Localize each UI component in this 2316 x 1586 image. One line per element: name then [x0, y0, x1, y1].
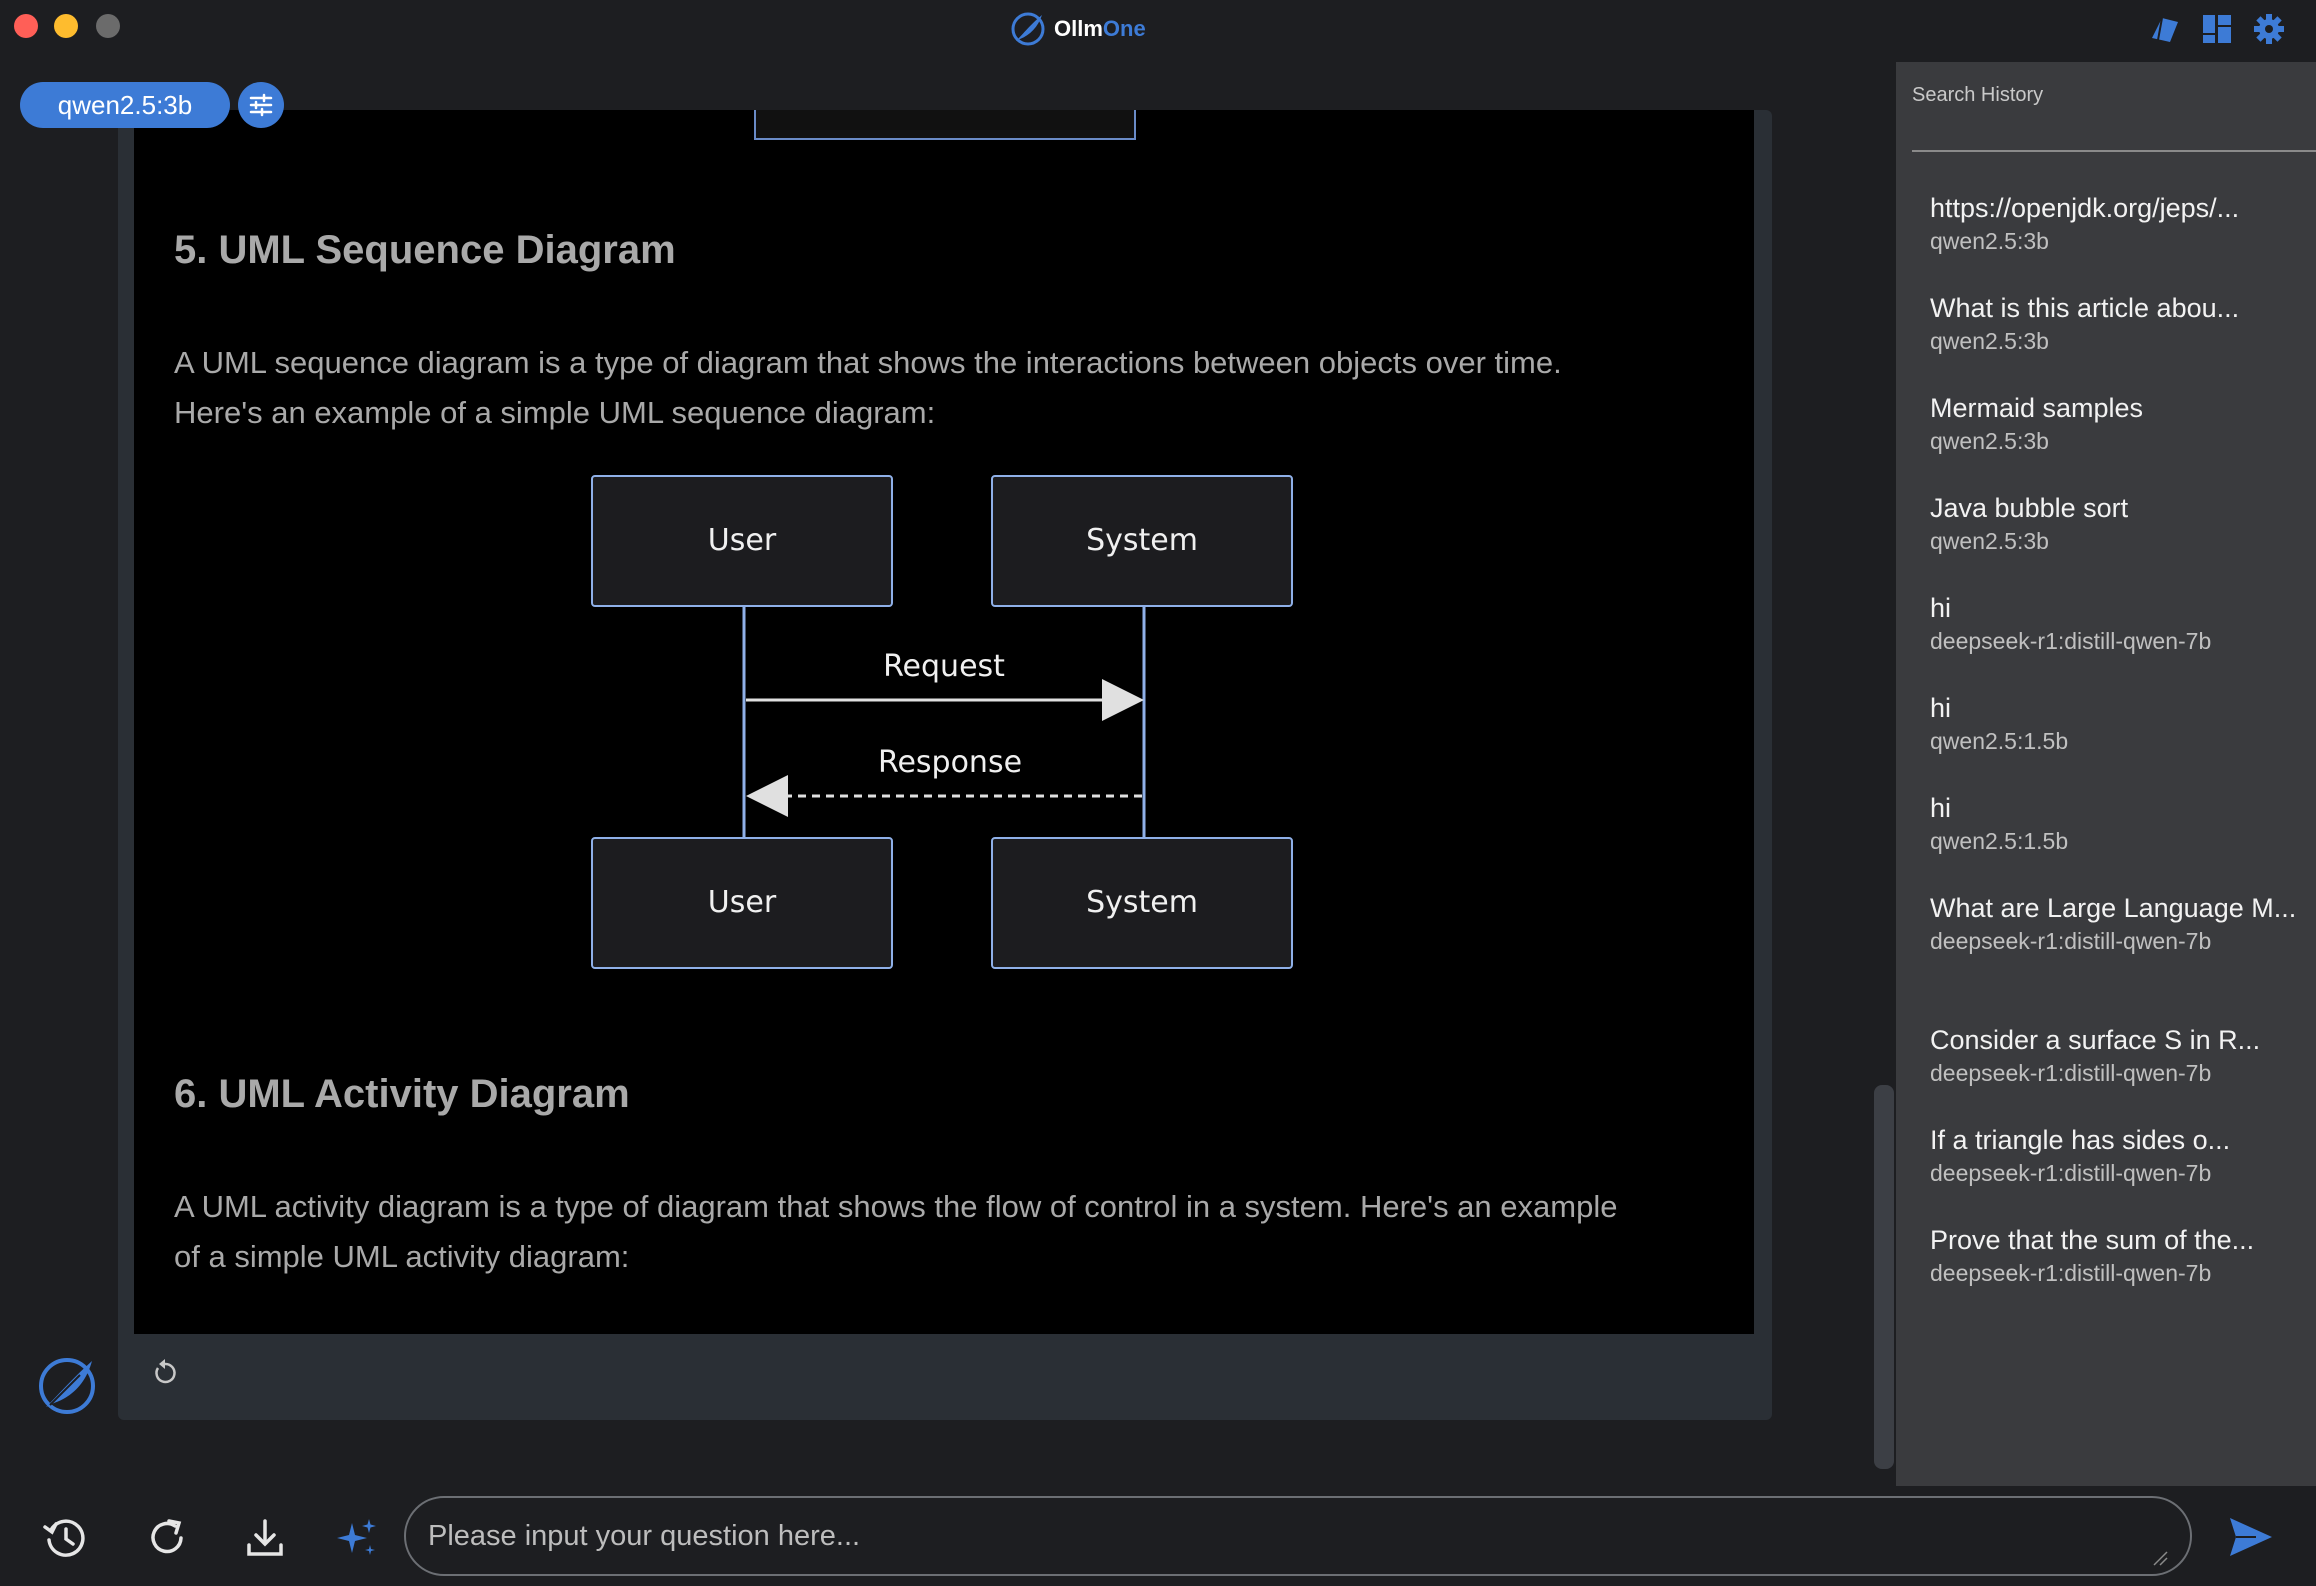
actor-label-system-bottom: System: [1086, 885, 1198, 920]
history-item-title: What is this article abou...: [1930, 292, 2300, 324]
zoom-window-button[interactable]: [96, 14, 120, 38]
message-label-request: Request: [883, 649, 1005, 684]
history-item[interactable]: What is this article abou... qwen2.5:3b: [1930, 292, 2300, 355]
history-item[interactable]: hi qwen2.5:1.5b: [1930, 692, 2300, 755]
window-icon[interactable]: [2148, 12, 2182, 46]
title-bar: OllmOne: [0, 0, 2316, 56]
history-item-model: deepseek-r1:distill-qwen-7b: [1930, 628, 2300, 655]
actor-label-system-top: System: [1086, 523, 1198, 558]
paragraph-line: A UML activity diagram is a type of diag…: [174, 1182, 1734, 1232]
search-history-input[interactable]: [1912, 150, 2316, 152]
sequence-diagram: User System User System Request Response: [590, 474, 1310, 974]
left-rail: [0, 56, 118, 1418]
search-history-label: Search History: [1912, 84, 2043, 107]
app-logo-icon[interactable]: [36, 1355, 98, 1417]
retry-icon[interactable]: [150, 1358, 180, 1388]
chat-message-content: 5. UML Sequence Diagram A UML sequence d…: [134, 110, 1754, 1334]
history-item-title: hi: [1930, 692, 2300, 724]
refresh-icon[interactable]: [144, 1515, 190, 1561]
history-item[interactable]: Mermaid samples qwen2.5:3b: [1930, 392, 2300, 455]
actor-label-user-top: User: [708, 523, 777, 558]
history-item-model: deepseek-r1:distill-qwen-7b: [1930, 928, 2300, 955]
paragraph-line: of a simple UML activity diagram:: [174, 1232, 1734, 1282]
history-item[interactable]: If a triangle has sides o... deepseek-r1…: [1930, 1124, 2300, 1187]
history-item[interactable]: Prove that the sum of the... deepseek-r1…: [1930, 1224, 2300, 1287]
chat-scrollbar[interactable]: [1874, 1085, 1894, 1469]
history-item-model: qwen2.5:3b: [1930, 428, 2300, 455]
history-item-title: Mermaid samples: [1930, 392, 2300, 424]
paragraph-line: A UML sequence diagram is a type of diag…: [174, 338, 1734, 388]
history-icon[interactable]: [42, 1515, 88, 1561]
section-heading: 6. UML Activity Diagram: [174, 1072, 630, 1117]
history-item-model: qwen2.5:3b: [1930, 528, 2300, 555]
close-window-button[interactable]: [14, 14, 38, 38]
layout-icon[interactable]: [2200, 12, 2234, 46]
paragraph-line: Here's an example of a simple UML sequen…: [174, 388, 1734, 438]
history-item[interactable]: Java bubble sort qwen2.5:3b: [1930, 492, 2300, 555]
sparkle-icon[interactable]: [334, 1515, 380, 1561]
resize-grip-icon[interactable]: [2152, 1550, 2168, 1566]
message-actions-bar: [134, 1334, 1754, 1420]
history-item-model: qwen2.5:1.5b: [1930, 728, 2300, 755]
app-title: OllmOne: [1010, 12, 1146, 46]
previous-diagram-box: [754, 110, 1136, 140]
history-item-title: hi: [1930, 592, 2300, 624]
message-label-response: Response: [878, 745, 1022, 780]
history-item-model: deepseek-r1:distill-qwen-7b: [1930, 1160, 2300, 1187]
tune-icon: [248, 92, 274, 118]
history-item[interactable]: Consider a surface S in R... deepseek-r1…: [1930, 1024, 2300, 1087]
question-input-box[interactable]: [404, 1496, 2192, 1576]
history-item-model: qwen2.5:3b: [1930, 228, 2300, 255]
minimize-window-button[interactable]: [54, 14, 78, 38]
history-item-title: hi: [1930, 792, 2300, 824]
history-item-model: qwen2.5:3b: [1930, 328, 2300, 355]
history-item-model: deepseek-r1:distill-qwen-7b: [1930, 1260, 2300, 1287]
send-icon[interactable]: [2226, 1512, 2276, 1562]
app-name: OllmOne: [1054, 16, 1146, 42]
history-item-title: Consider a surface S in R...: [1930, 1024, 2300, 1056]
history-item[interactable]: hi deepseek-r1:distill-qwen-7b: [1930, 592, 2300, 655]
download-icon[interactable]: [242, 1515, 288, 1561]
history-item[interactable]: hi qwen2.5:1.5b: [1930, 792, 2300, 855]
model-selector-chip[interactable]: qwen2.5:3b: [20, 82, 230, 128]
history-item-title: If a triangle has sides o...: [1930, 1124, 2300, 1156]
question-input[interactable]: [428, 1498, 2168, 1574]
actor-label-user-bottom: User: [708, 885, 777, 920]
history-item-title: Java bubble sort: [1930, 492, 2300, 524]
section-heading: 5. UML Sequence Diagram: [174, 228, 676, 273]
app-logo-icon: [1010, 11, 1046, 47]
history-item[interactable]: What are Large Language M... deepseek-r1…: [1930, 892, 2300, 955]
history-item[interactable]: https://openjdk.org/jeps/... qwen2.5:3b: [1930, 192, 2300, 255]
history-item-title: What are Large Language M...: [1930, 892, 2300, 924]
history-item-title: https://openjdk.org/jeps/...: [1930, 192, 2300, 224]
history-item-title: Prove that the sum of the...: [1930, 1224, 2300, 1256]
gear-icon[interactable]: [2252, 12, 2286, 46]
history-item-model: qwen2.5:1.5b: [1930, 828, 2300, 855]
model-settings-button[interactable]: [238, 82, 284, 128]
history-sidebar: Search History https://openjdk.org/jeps/…: [1896, 62, 2316, 1486]
history-item-model: deepseek-r1:distill-qwen-7b: [1930, 1060, 2300, 1087]
